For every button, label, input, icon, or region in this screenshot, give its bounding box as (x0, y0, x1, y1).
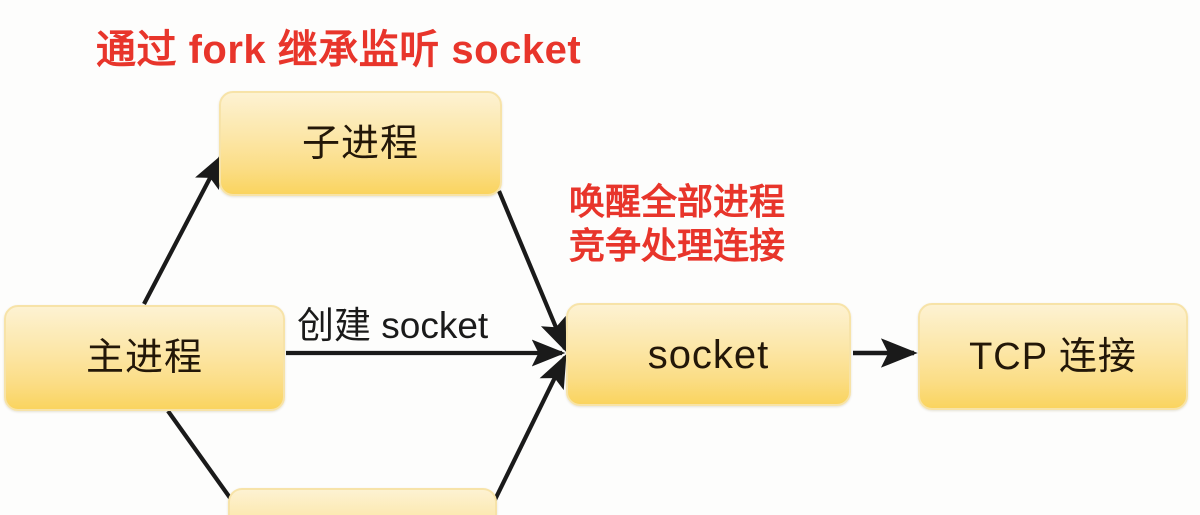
wake-annotation: 唤醒全部进程 竞争处理连接 (569, 180, 785, 268)
edge-label-create-socket: 创建 socket (297, 305, 489, 346)
arrow-main-to-child1 (142, 154, 223, 305)
node-child-process-1-label: 子进程 (301, 122, 419, 165)
node-main-process[interactable]: 主进程 (4, 305, 285, 411)
arrow-child2-to-socket (485, 353, 567, 515)
node-socket[interactable]: socket (566, 303, 851, 406)
node-tcp-connection-label: TCP 连接 (969, 335, 1137, 378)
wake-annotation-line-1: 唤醒全部进程 (569, 181, 786, 222)
node-tcp-connection[interactable]: TCP 连接 (918, 303, 1188, 410)
node-child-process-1[interactable]: 子进程 (219, 91, 502, 196)
wake-annotation-line-2: 竞争处理连接 (569, 224, 786, 266)
node-main-process-label: 主进程 (85, 337, 203, 379)
title-annotation: 通过 fork 继承监听 socket (96, 28, 582, 72)
node-socket-label: socket (647, 332, 770, 377)
node-child-process-2[interactable] (228, 488, 497, 515)
arrow-child1-to-socket (497, 190, 567, 353)
